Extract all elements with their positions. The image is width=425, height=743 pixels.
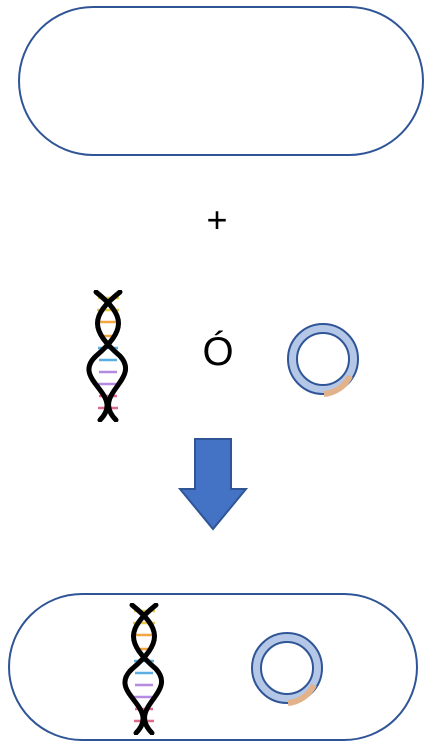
transformed-cell: [8, 593, 418, 741]
recipient-cell: [18, 6, 424, 156]
plus-symbol: +: [206, 199, 228, 240]
dna-icon: [86, 290, 129, 422]
dna-icon: [122, 603, 165, 735]
down-arrow-icon: [178, 438, 248, 531]
plasmid-icon: [251, 632, 323, 706]
plasmid-icon: [287, 323, 359, 397]
or-label: Ó: [202, 330, 234, 374]
